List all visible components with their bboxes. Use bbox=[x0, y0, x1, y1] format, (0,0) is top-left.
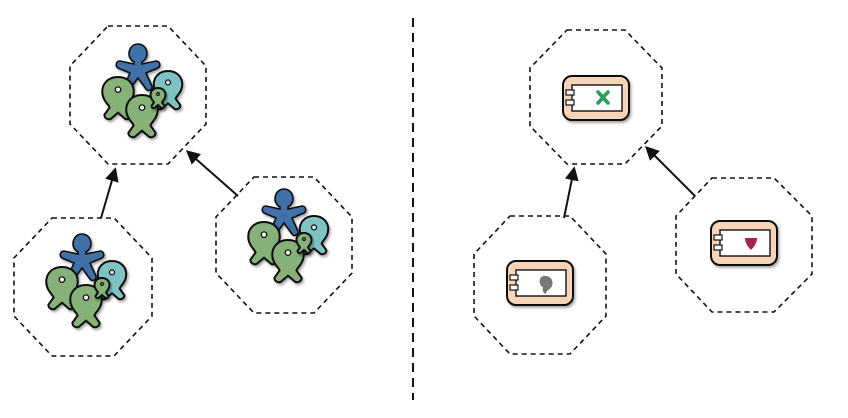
person-teal-icon-eye bbox=[164, 79, 172, 86]
arrow-left-bottom-to-top bbox=[100, 167, 119, 219]
component-inner bbox=[571, 84, 623, 112]
right-right-node bbox=[675, 177, 813, 313]
component-tab bbox=[565, 99, 575, 106]
people-group-icon bbox=[101, 43, 184, 139]
person-green-small-icon-eye bbox=[100, 282, 104, 286]
heart-mark-icon bbox=[745, 238, 757, 250]
person-green-icon-eye bbox=[138, 104, 146, 111]
right-bottom-left-node bbox=[473, 215, 607, 355]
left-right-node bbox=[215, 176, 353, 314]
component-icon bbox=[506, 260, 574, 306]
people-group-icon bbox=[45, 233, 128, 329]
component-icon bbox=[710, 220, 778, 266]
arrow-left-right-to-top bbox=[185, 150, 239, 197]
right-top-node bbox=[529, 29, 663, 165]
left-top-node bbox=[69, 25, 207, 165]
component-tab bbox=[509, 284, 519, 291]
component-tab bbox=[509, 274, 519, 281]
person-teal-icon-eye bbox=[310, 224, 318, 231]
person-teal-icon-eye bbox=[108, 269, 116, 276]
person-green-icon-eye bbox=[82, 294, 90, 301]
blob-mark-icon bbox=[539, 275, 553, 294]
person-green-small-icon-eye bbox=[302, 237, 306, 241]
people-group-icon bbox=[247, 188, 330, 284]
person-green-small-icon bbox=[93, 277, 111, 300]
person-green-small-icon bbox=[295, 232, 313, 255]
person-green-icon-eye bbox=[284, 249, 292, 256]
person-green-icon-eye bbox=[260, 231, 268, 238]
component-icon bbox=[562, 75, 630, 121]
component-tab bbox=[565, 89, 575, 96]
person-green-icon-eye bbox=[58, 276, 66, 283]
x-mark-icon bbox=[596, 90, 610, 105]
component-tab bbox=[713, 244, 723, 251]
person-green-small-icon-eye bbox=[156, 92, 160, 96]
person-green-icon-eye bbox=[114, 86, 122, 93]
arrow-right-bottom-to-top bbox=[563, 166, 579, 219]
arrow-right-right-to-top bbox=[645, 146, 696, 197]
component-inner bbox=[719, 229, 771, 257]
person-green-small-icon bbox=[149, 87, 167, 110]
component-tab bbox=[713, 234, 723, 241]
